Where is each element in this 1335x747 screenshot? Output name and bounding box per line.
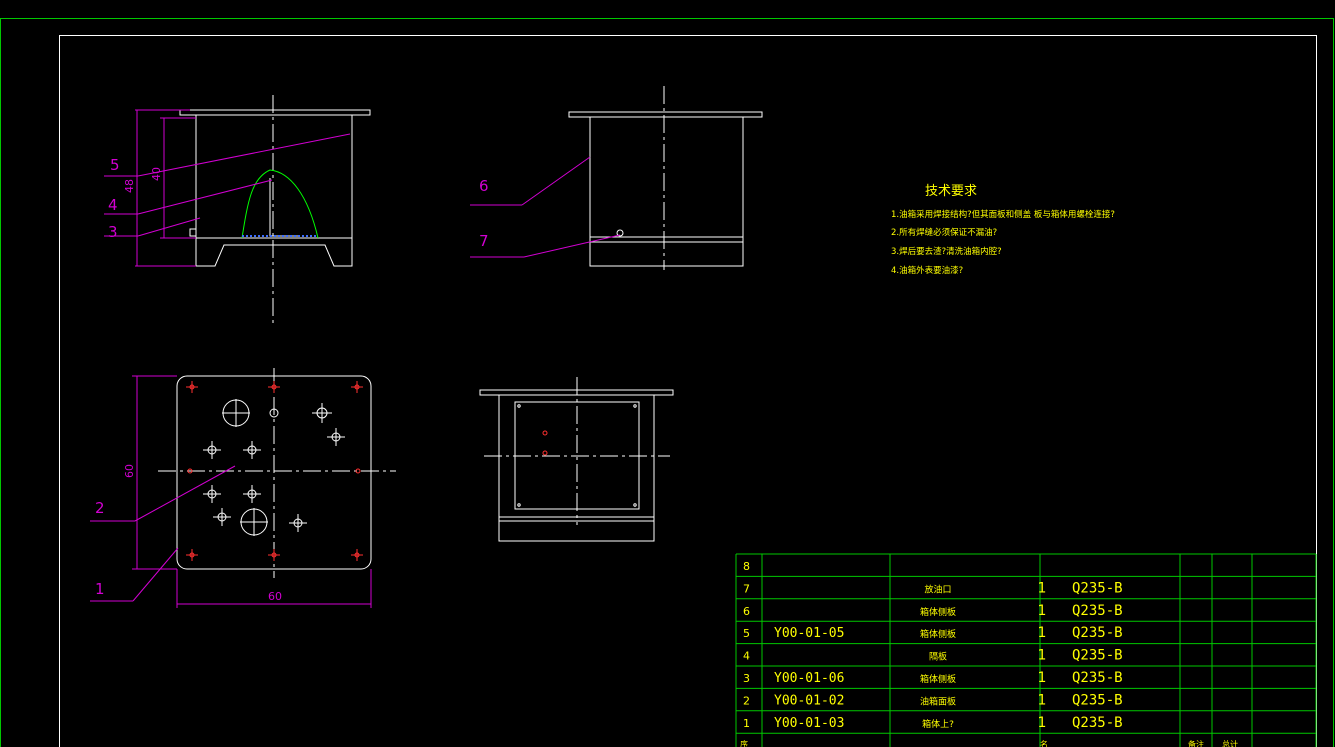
part-number-1: 1 (95, 580, 105, 598)
bom-cell-no: 5 (743, 627, 750, 640)
bom-cell-material: Q235-B (1072, 625, 1123, 641)
bom-cell-code: Y00-01-05 (774, 626, 844, 641)
notes-line-3: 3.焊后要去渣?清洗油箱内腔? (891, 246, 1002, 257)
side-top-flange (568, 111, 763, 118)
front-drain-plug (189, 228, 197, 237)
front-box-body (195, 114, 353, 239)
bom-header-remark: 备注 (1188, 739, 1204, 747)
bom-cell-code: Y00-01-02 (774, 693, 844, 708)
top-dimensions (90, 375, 372, 608)
side-drain-symbol (616, 229, 624, 237)
bom-cell-no: 7 (743, 582, 750, 595)
dim-top-height: 60 (123, 464, 136, 478)
drawing-border (59, 35, 1317, 747)
notes-line-2: 2.所有焊缝必须保证不漏油? (891, 227, 997, 238)
side-leaders (470, 156, 621, 258)
bom-cell-name: 油箱面板 (920, 695, 956, 707)
bom-header-total: 总计 (1222, 739, 1238, 747)
part-number-4: 4 (108, 196, 118, 214)
bom-cell-qty: 1 (1038, 715, 1047, 731)
bom-cell-name: 隔板 (929, 651, 947, 663)
bom-cell-material: Q235-B (1072, 692, 1123, 708)
front-base-legs (195, 238, 353, 267)
top-hole-crosses (203, 399, 345, 536)
part-number-6: 6 (479, 177, 489, 195)
front-baffle-contour (241, 169, 319, 239)
side-view (568, 86, 763, 270)
bom-cell-qty: 1 (1038, 580, 1047, 596)
bom-cell-qty: 1 (1038, 603, 1047, 619)
bom-header-name: 名 (1040, 739, 1048, 747)
front-leaders (104, 109, 351, 267)
front-baffle-inner (269, 178, 300, 237)
dim-front-total: 48 (123, 179, 136, 193)
bom-cell-code: Y00-01-06 (774, 671, 844, 686)
dim-top-width: 60 (268, 590, 282, 603)
bom-cell-material: Q235-B (1072, 603, 1123, 619)
notes-title: 技术要求 (925, 184, 977, 199)
top-bolt-marks (186, 381, 363, 561)
front-view (179, 95, 371, 325)
top-hole-small-1 (269, 408, 279, 418)
dim-front-inner: 40 (150, 167, 163, 181)
bom-cell-material: Q235-B (1072, 648, 1123, 664)
front-top-flange (179, 109, 371, 116)
top-view (158, 368, 396, 578)
bom-cell-name: 箱体上? (922, 718, 954, 730)
bom-header-no: 序 (740, 739, 748, 747)
bom-cell-no: 1 (743, 717, 750, 730)
part-number-3: 3 (108, 223, 118, 241)
bom-cell-material: Q235-B (1072, 715, 1123, 731)
bom-cell-name: 箱体侧板 (920, 673, 956, 685)
bom-cell-qty: 1 (1038, 670, 1047, 686)
outer-frame (0, 18, 1334, 747)
bom-cell-qty: 1 (1038, 692, 1047, 708)
part-number-5: 5 (110, 156, 120, 174)
bom-cell-qty: 1 (1038, 648, 1047, 664)
part-number-7: 7 (479, 232, 489, 250)
bom-cell-no: 3 (743, 672, 750, 685)
bom-cell-code: Y00-01-03 (774, 716, 844, 731)
bom-cell-no: 4 (743, 650, 750, 663)
bom-cell-name: 箱体侧板 (920, 606, 956, 618)
bom-cell-no: 8 (743, 560, 750, 573)
notes-line-1: 1.油箱采用焊接结构?但其面板和侧盖 板与箱体用螺栓连接? (891, 209, 1115, 220)
bom-cell-material: Q235-B (1072, 580, 1123, 596)
bom-cell-name: 放油口 (924, 583, 951, 595)
bom-cell-qty: 1 (1038, 625, 1047, 641)
bom-cell-no: 6 (743, 605, 750, 618)
notes-line-4: 4.油箱外表要油漆? (891, 265, 963, 276)
section-view (479, 377, 674, 542)
bom-cell-material: Q235-B (1072, 670, 1123, 686)
section-marks (542, 430, 548, 456)
part-number-2: 2 (95, 499, 105, 517)
side-box-body (589, 116, 744, 267)
bom-cell-name: 箱体侧板 (920, 628, 956, 640)
bom-cell-no: 2 (743, 694, 750, 707)
